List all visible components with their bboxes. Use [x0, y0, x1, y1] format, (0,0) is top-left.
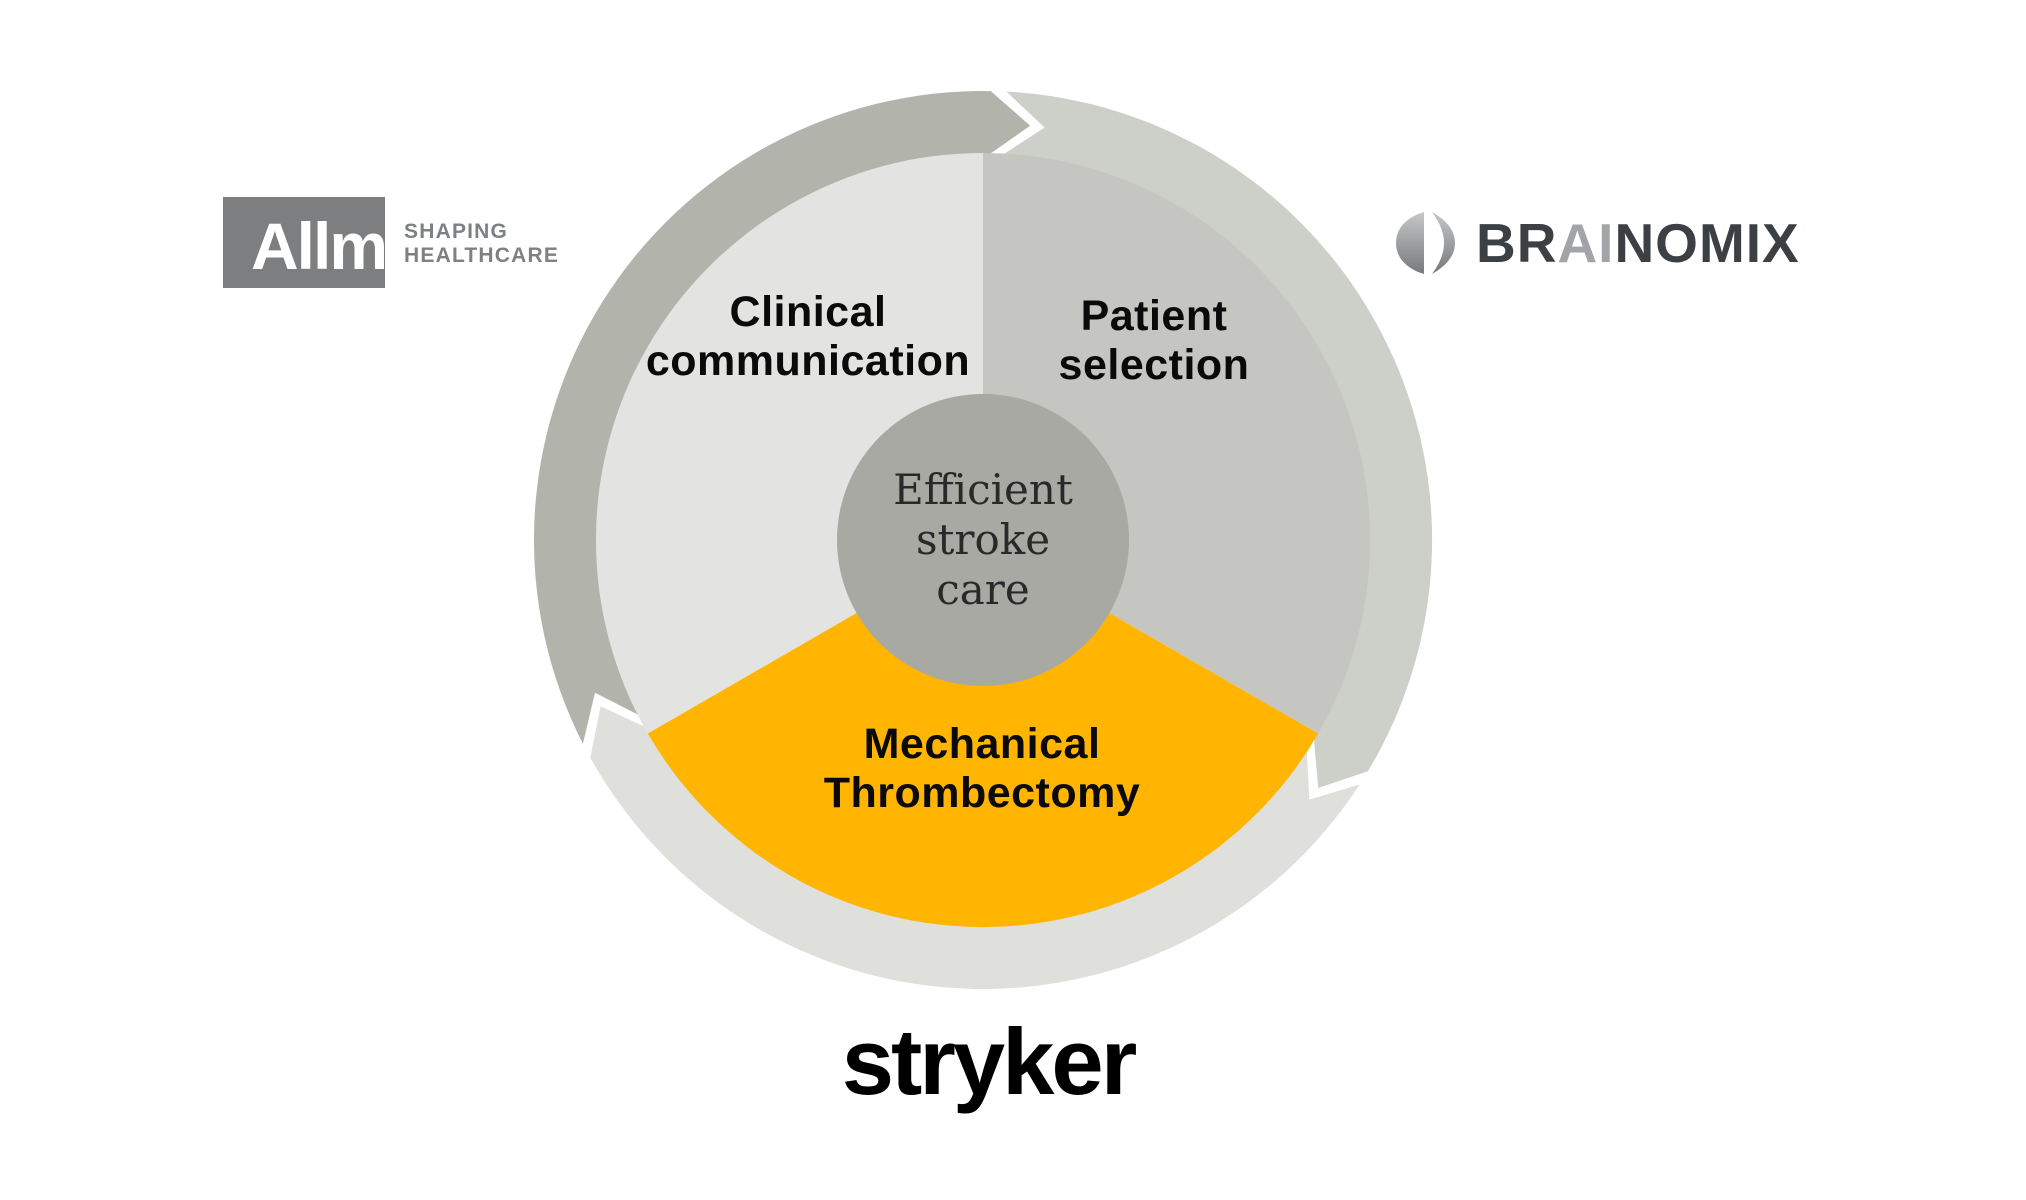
center-circle — [837, 394, 1129, 686]
brainomix-wordmark-part: NOMIX — [1614, 212, 1800, 274]
center-label-line: care — [936, 565, 1030, 614]
allm-tagline-line: HEALTHCARE — [404, 244, 560, 267]
brainomix-wordmark-part: BR — [1476, 212, 1558, 274]
center-label-line: stroke — [915, 515, 1051, 564]
segment-label-line: Thrombectomy — [823, 769, 1141, 817]
segment-label-line: Patient — [1080, 292, 1228, 340]
segment-label-line: selection — [1058, 341, 1250, 389]
brainomix-logo: BRAINOMIX — [1394, 208, 1800, 278]
ring-arc-bottom — [590, 706, 1360, 990]
ring-arc-right — [1003, 91, 1433, 789]
brain-half-icon — [1396, 212, 1455, 274]
segment-label-clinical-communication: Clinical communication — [646, 288, 970, 386]
center-label: Efficient stroke care — [893, 465, 1073, 615]
stryker-wordmark: stryker — [841, 1009, 1138, 1114]
allm-logo-block: Allm — [223, 197, 385, 288]
brainomix-wordmark: BRAINOMIX — [1476, 208, 1800, 278]
allm-wordmark: Allm — [251, 209, 385, 283]
center-label-line: Efficient — [893, 465, 1073, 514]
segment-label-line: Mechanical — [863, 720, 1101, 768]
segment-mechanical-thrombectomy — [647, 540, 1319, 928]
segment-label-line: communication — [645, 337, 971, 385]
segment-label-line: Clinical — [729, 288, 887, 336]
allm-tagline-line: SHAPING — [404, 220, 509, 243]
brainomix-wordmark-part: AI — [1557, 212, 1615, 274]
segment-label-patient-selection: Patient selection — [1059, 292, 1250, 390]
allm-tagline: SHAPING HEALTHCARE — [404, 220, 559, 268]
segment-label-mechanical-thrombectomy: Mechanical Thrombectomy — [824, 720, 1141, 818]
ring-arc-left — [533, 91, 1031, 744]
